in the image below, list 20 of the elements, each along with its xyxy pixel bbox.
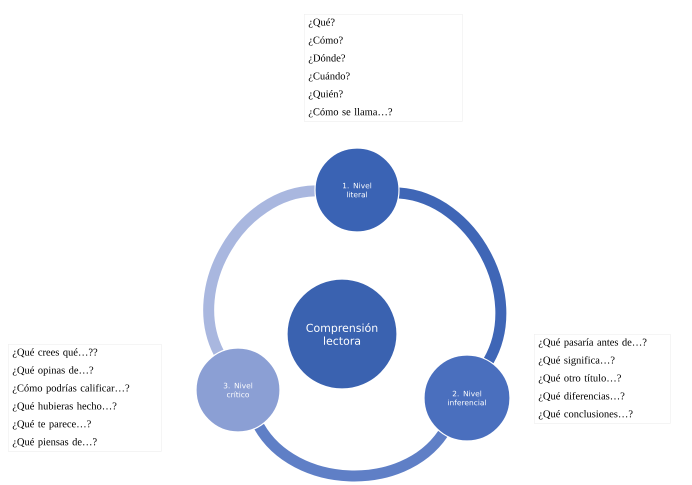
question-text: ¿Dónde?	[308, 54, 346, 64]
question-text: ¿Cuándo?	[308, 72, 350, 82]
question-text: ¿Qué piensas de…?	[12, 438, 97, 448]
question-text: ¿Qué conclusiones…?	[538, 410, 633, 420]
ring-arc	[204, 185, 316, 354]
question-text: ¿Cómo podrías calificar…?	[12, 384, 130, 394]
question-text: ¿Quién?	[308, 90, 343, 100]
question-text: ¿Qué pasaría antes de…?	[538, 338, 646, 348]
question-text: ¿Cómo?	[308, 36, 343, 46]
question-text: ¿Qué diferencias…?	[538, 392, 624, 402]
ring-arc	[398, 188, 506, 363]
question-text: ¿Qué opinas de…?	[12, 366, 94, 376]
question-text: ¿Qué hubieras hecho…?	[12, 402, 116, 412]
question-text: ¿Qué?	[308, 18, 335, 28]
question-text: ¿Qué te parece…?	[12, 420, 91, 430]
question-text: ¿Qué crees qué…??	[12, 348, 98, 358]
question-text: ¿Cómo se llama…?	[308, 108, 392, 118]
question-text: ¿Qué otro título…?	[538, 374, 621, 384]
question-text: ¿Qué significa…?	[538, 356, 615, 366]
ring-arc	[254, 423, 448, 482]
